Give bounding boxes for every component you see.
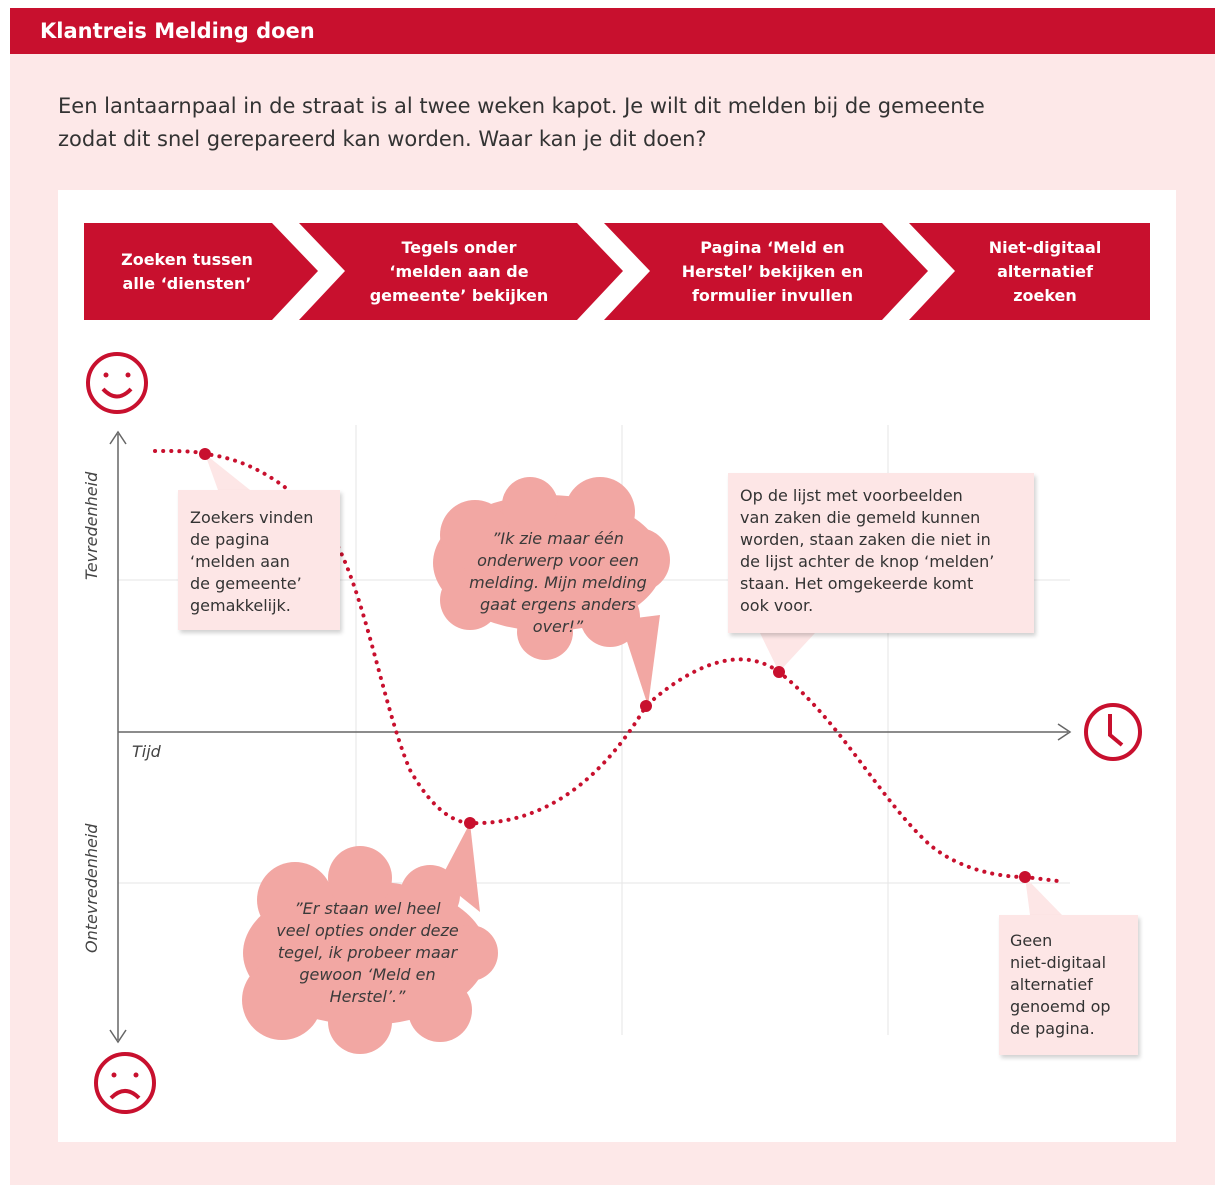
header-bar: Klantreis Melding doen [10, 8, 1215, 54]
phase-arrow-4 [909, 223, 1150, 320]
y-axis-label-negative: Ontevredenheid [82, 823, 101, 953]
note-3-pointer [1025, 877, 1062, 915]
journey-point-1 [199, 448, 211, 460]
x-axis [118, 723, 1072, 741]
journey-points [199, 448, 1031, 883]
journey-point-2 [464, 817, 476, 829]
note-easy-find: Zoekers vinden de pagina ‘melden aan de … [178, 490, 340, 630]
quote-cloud-1 [433, 477, 670, 706]
quote-cloud-2 [242, 823, 498, 1054]
page-title: Klantreis Melding doen [40, 19, 315, 43]
smiley-sad-icon [94, 1052, 156, 1114]
quote-many-options: ”Er staan wel heel veel opties onder dez… [276, 899, 459, 1006]
intro-text: Een lantaarnpaal in de straat is al twee… [58, 90, 1158, 156]
journey-point-5 [1019, 871, 1031, 883]
phase-arrow-2 [299, 223, 623, 320]
phase-arrow-1 [84, 223, 318, 320]
clock-icon [1084, 703, 1142, 761]
note-1-pointer [205, 454, 250, 490]
journey-point-4 [773, 666, 785, 678]
quote-one-topic: ”Ik zie maar één onderwerp voor een meld… [469, 529, 647, 636]
intro-line-2: zodat dit snel gerepareerd kan worden. W… [58, 127, 707, 151]
note-2-pointer [760, 633, 815, 672]
phase-arrow-3 [604, 223, 928, 320]
journey-point-3 [640, 700, 652, 712]
x-axis-label: Tijd [132, 742, 161, 761]
note-no-alternative: Geen niet-digitaal alternatief genoemd o… [999, 915, 1138, 1055]
note-list-mismatch: Op de lijst met voorbeelden van zaken di… [728, 473, 1034, 633]
smiley-happy-icon [86, 352, 148, 414]
journey-panel [58, 190, 1176, 1142]
intro-line-1: Een lantaarnpaal in de straat is al twee… [58, 94, 985, 118]
y-axis [109, 430, 127, 1044]
y-axis-label-positive: Tevredenheid [82, 471, 101, 580]
